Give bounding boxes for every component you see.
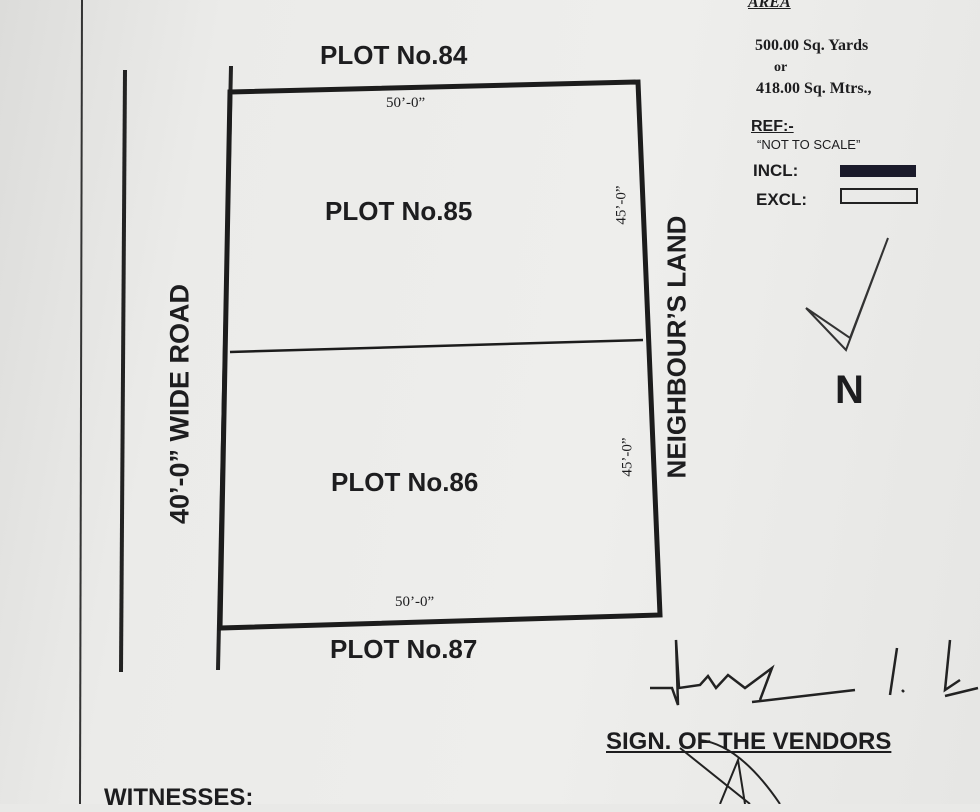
north-arrow-icon — [805, 237, 889, 352]
plot-divider-line — [229, 338, 644, 354]
road-edge-line — [119, 69, 127, 673]
plot-85-label: PLOT No.85 — [325, 196, 473, 226]
lower-depth-dimension: 45’-0” — [619, 437, 636, 477]
excl-label: EXCL: — [756, 190, 807, 209]
north-label: N — [835, 368, 864, 412]
area-heading: AREA — [748, 0, 791, 11]
page-margin-line — [79, 0, 83, 804]
incl-legend-swatch — [840, 165, 916, 177]
plot-87-label: PLOT No.87 — [330, 634, 478, 664]
vendors-signature-caption: SIGN. OF THE VENDORS — [606, 728, 892, 755]
top-width-dimension: 50’-0” — [386, 95, 426, 111]
ref-label: REF:- — [751, 118, 794, 135]
plot-outline — [217, 79, 663, 631]
scale-note: “NOT TO SCALE” — [757, 137, 861, 152]
plot-86-label: PLOT No.86 — [331, 467, 479, 497]
neighbours-land-label: NEIGHBOUR’S LAND — [661, 215, 692, 479]
vendor-signature — [650, 639, 979, 706]
plot-84-label: PLOT No.84 — [320, 40, 468, 70]
area-or: or — [774, 60, 788, 75]
incl-label: INCL: — [753, 161, 799, 180]
area-metres: 418.00 Sq. Mtrs., — [756, 80, 872, 97]
upper-depth-dimension: 45’-0” — [613, 185, 630, 225]
road-label: 40’-0” WIDE ROAD — [164, 283, 195, 525]
area-yards: 500.00 Sq. Yards — [755, 37, 869, 54]
witnesses-heading: WITNESSES: — [104, 784, 254, 811]
bottom-width-dimension: 50’-0” — [395, 594, 435, 610]
excl-legend-swatch — [840, 188, 918, 204]
witness-signature — [679, 739, 781, 804]
